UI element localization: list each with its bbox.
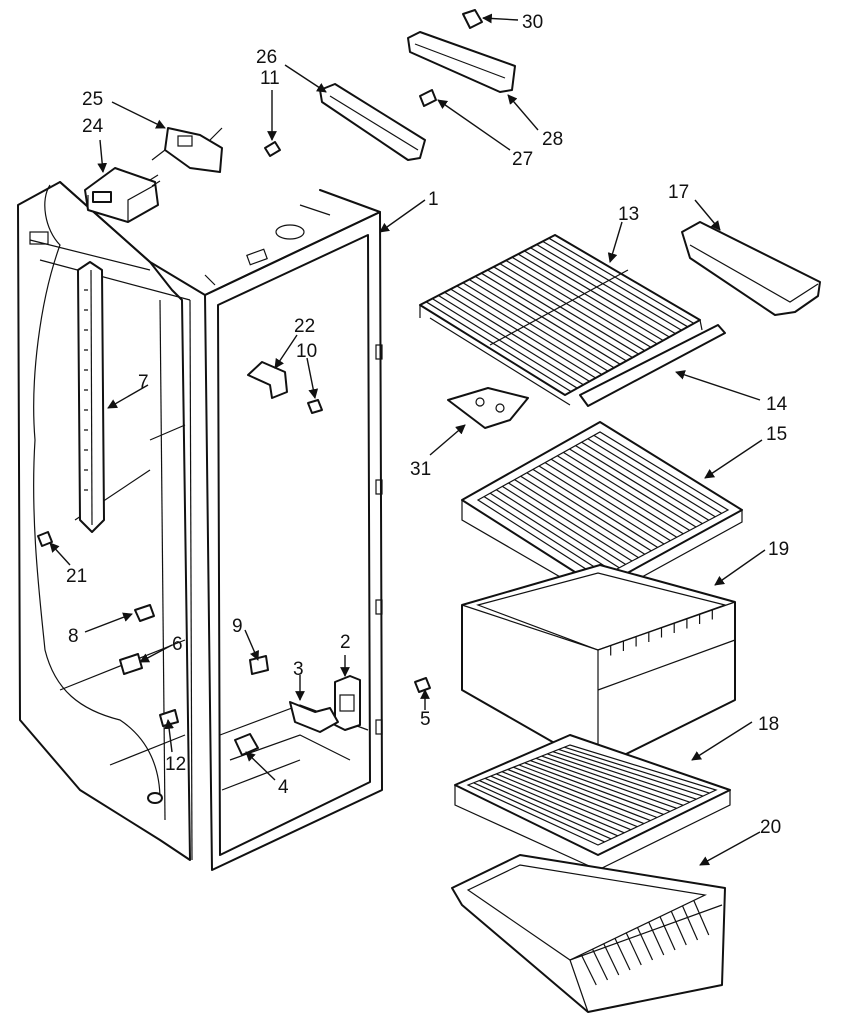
lower-brackets — [234, 675, 361, 756]
callout-labels: 30 28 27 26 11 25 24 1 17 13 14 15 19 18… — [66, 12, 789, 838]
callout-5: 5 — [420, 709, 431, 730]
callout-27: 27 — [512, 149, 533, 170]
screw-parts — [37, 89, 437, 804]
shelf-bracket — [447, 387, 529, 429]
callout-10: 10 — [296, 341, 317, 362]
callout-12: 12 — [165, 754, 186, 775]
cabinet-liner — [17, 181, 383, 871]
callout-18: 18 — [758, 714, 779, 735]
callout-3: 3 — [293, 659, 304, 680]
callout-13: 13 — [618, 204, 639, 225]
callout-25: 25 — [82, 89, 103, 110]
drawer-cover — [454, 734, 731, 871]
callout-4: 4 — [278, 777, 289, 798]
callout-28: 28 — [542, 129, 563, 150]
rear-channel — [407, 9, 516, 93]
bracket-22 — [247, 361, 288, 399]
control-housing — [84, 167, 161, 223]
callout-24: 24 — [82, 116, 104, 137]
callout-8: 8 — [68, 626, 79, 647]
wire-shelf — [419, 234, 703, 406]
callout-20: 20 — [760, 817, 781, 838]
callout-22: 22 — [294, 316, 315, 337]
callout-30: 30 — [522, 12, 543, 33]
callout-31: 31 — [410, 459, 431, 480]
callout-2: 2 — [340, 632, 351, 653]
door-bin — [681, 221, 821, 316]
control-bracket — [151, 127, 223, 173]
callout-11: 11 — [260, 68, 280, 89]
shelf-trim — [579, 324, 726, 407]
callout-14: 14 — [766, 394, 788, 415]
callout-17: 17 — [668, 182, 689, 203]
crisper-drawer — [461, 564, 736, 769]
callout-19: 19 — [768, 539, 789, 560]
shelf-ladder — [77, 261, 105, 533]
callout-1: 1 — [428, 189, 439, 210]
callout-7: 7 — [138, 372, 149, 393]
callout-9: 9 — [232, 616, 243, 637]
callout-15: 15 — [766, 424, 787, 445]
leader-lines — [49, 13, 766, 866]
top-channel — [319, 83, 426, 161]
callout-6: 6 — [172, 634, 183, 655]
lower-pan — [451, 854, 726, 1013]
callout-21: 21 — [66, 566, 87, 587]
wiring-harness — [33, 184, 161, 801]
glass-shelf — [461, 421, 743, 601]
callout-26: 26 — [256, 47, 277, 68]
